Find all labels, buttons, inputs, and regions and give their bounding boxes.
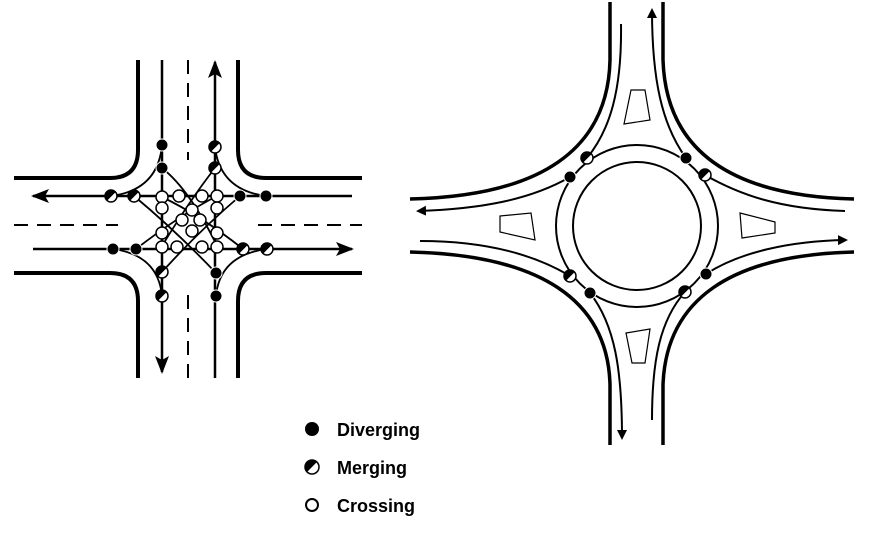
crossing-point-icon — [210, 240, 224, 254]
diverging-point-icon — [699, 267, 713, 281]
splitter-island-south — [625, 328, 651, 364]
crossing-point-icon — [210, 201, 224, 215]
merging-point-icon — [127, 189, 141, 203]
diverging-point-icon — [583, 286, 597, 300]
conventional-intersection — [14, 60, 362, 378]
merging-point-icon — [155, 289, 169, 303]
merging-point-icon — [104, 189, 118, 203]
southbound-exit — [589, 292, 627, 440]
crossing-point-icon — [185, 203, 199, 217]
legend-label-merging: Merging — [337, 458, 407, 478]
circulatory-outer-edge — [555, 144, 719, 308]
crossing-point-icon — [195, 240, 209, 254]
curbs — [14, 60, 362, 378]
crossing-point-icon — [155, 226, 169, 240]
crossing-point-icon — [210, 189, 224, 203]
diverging-point-icon — [106, 242, 120, 256]
diverging-point-icon — [563, 170, 577, 184]
roundabout-curbs — [409, 2, 855, 445]
crossing-point-icon — [155, 201, 169, 215]
merging-point-icon — [698, 168, 712, 182]
central-island — [572, 161, 702, 291]
diverging-point-icon — [129, 242, 143, 256]
legend-item-diverging: Diverging — [305, 420, 420, 440]
center-lines — [14, 60, 362, 378]
curb-bottom-left — [14, 271, 140, 378]
splitter-islands — [499, 89, 776, 364]
legend-label-diverging: Diverging — [337, 420, 420, 440]
curb-top-right — [236, 60, 362, 180]
splitter-island-west — [499, 212, 536, 241]
merging-point-icon — [563, 269, 577, 283]
crossing-point-icon — [193, 213, 207, 227]
crossing-point-icon — [172, 189, 186, 203]
legend: Diverging Merging Crossing — [304, 420, 420, 516]
curb-top-left — [14, 60, 140, 180]
splitter-island-east — [739, 212, 776, 239]
eastbound-exit — [705, 235, 848, 275]
merging-point-icon — [155, 265, 169, 279]
roundabout — [409, 2, 855, 445]
crossing-point-icon — [175, 213, 189, 227]
northbound-exit — [647, 8, 687, 159]
eastbound-entry — [419, 240, 571, 277]
splitter-island-north — [623, 89, 651, 125]
merging-point-icon — [260, 242, 274, 256]
merging-point-icon — [678, 285, 692, 299]
curb-se — [661, 250, 855, 445]
crossing-point-icon — [155, 240, 169, 254]
diverging-point-icon — [259, 189, 273, 203]
merging-point-icon — [208, 140, 222, 154]
merging-point-icon — [580, 151, 594, 165]
merging-point-icon — [208, 161, 222, 175]
westbound-entry-from-east — [704, 174, 846, 212]
merging-point-icon — [304, 459, 320, 475]
westbound-exit — [416, 176, 571, 216]
crossing-symbol-icon — [305, 498, 319, 512]
merging-symbol-icon — [304, 459, 320, 475]
curb-ne — [661, 2, 855, 201]
crossing-point-icon — [210, 226, 224, 240]
curb-bottom-right — [236, 271, 362, 378]
curb-nw — [409, 2, 612, 201]
southbound-entry — [586, 23, 623, 159]
roundabout-conflict-points — [563, 151, 713, 300]
northbound-entry — [651, 291, 686, 421]
diverging-point-icon — [155, 161, 169, 175]
legend-item-crossing: Crossing — [305, 496, 415, 516]
crossing-point-icon — [170, 240, 184, 254]
merging-point-icon — [236, 242, 250, 256]
diverging-point-icon — [209, 289, 223, 303]
legend-label-crossing: Crossing — [337, 496, 415, 516]
diverging-point-icon — [155, 138, 169, 152]
legend-item-merging: Merging — [304, 458, 407, 478]
diverging-symbol-icon — [305, 422, 319, 436]
travel-paths — [31, 60, 354, 378]
diverging-point-icon — [233, 189, 247, 203]
curb-sw — [409, 250, 612, 445]
intersection-conflict-points — [104, 138, 274, 303]
diverging-point-icon — [209, 266, 223, 280]
roundabout-ring — [555, 144, 719, 308]
diverging-point-icon — [679, 151, 693, 165]
crossing-point-icon — [155, 190, 169, 204]
crossing-point-icon — [195, 189, 209, 203]
roundabout-paths — [416, 8, 848, 440]
crossing-point-icon — [185, 224, 199, 238]
